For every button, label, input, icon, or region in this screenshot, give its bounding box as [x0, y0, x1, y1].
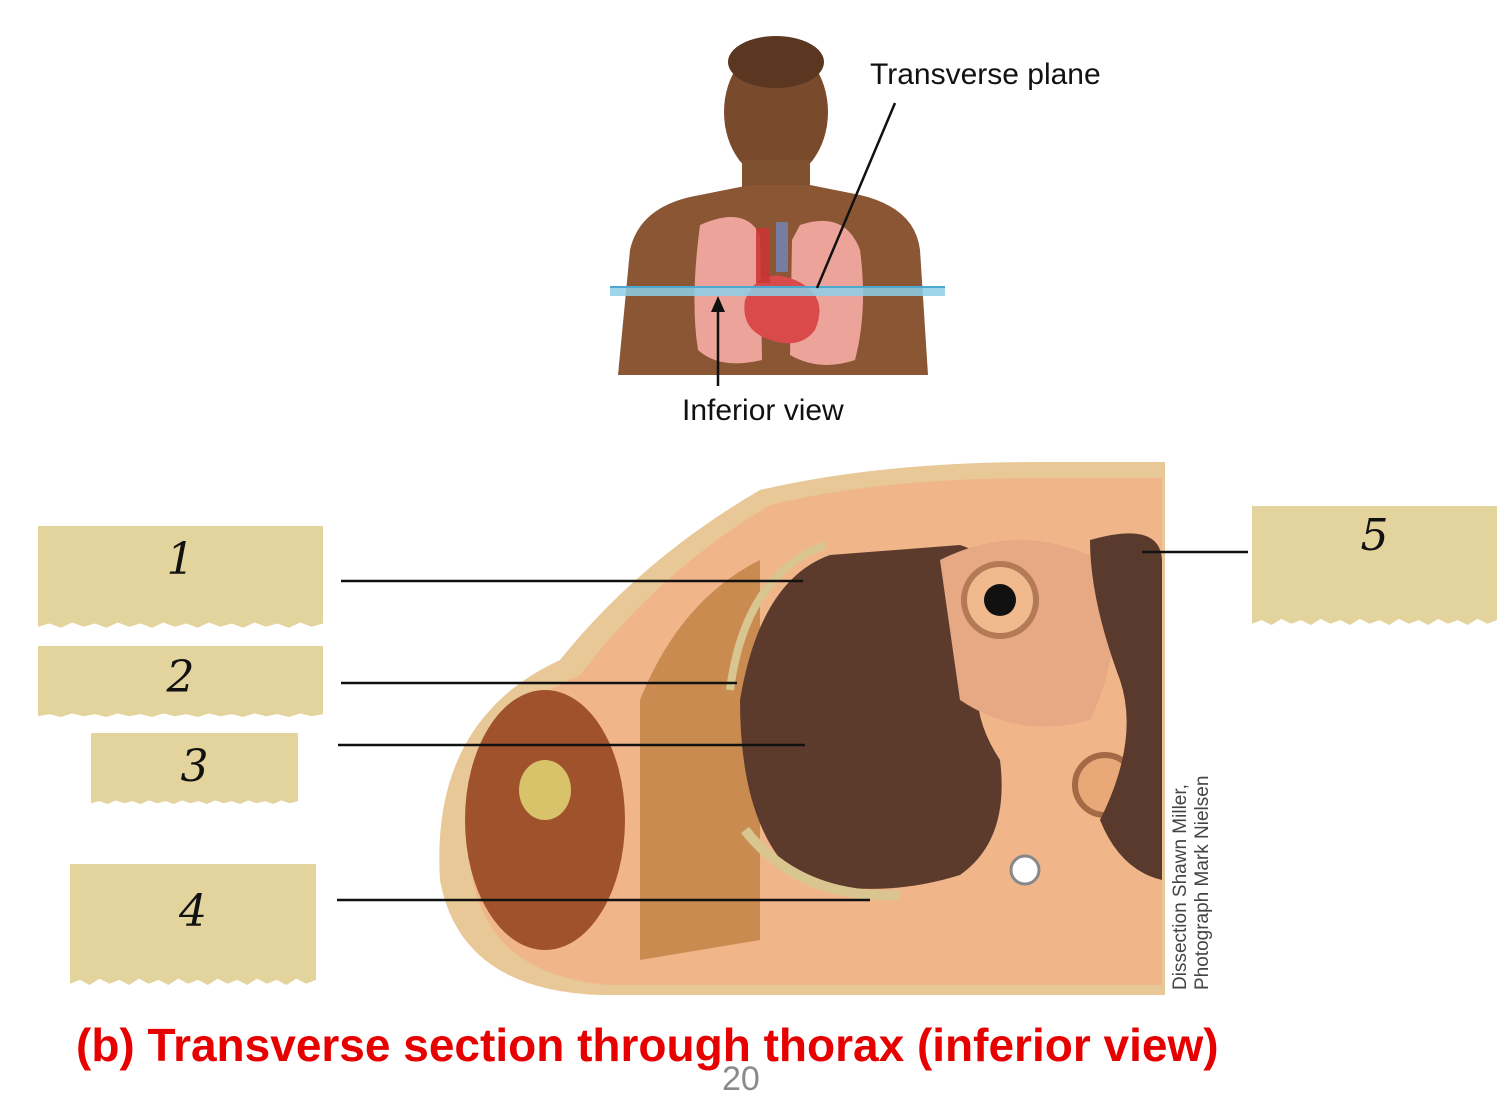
plane-pointer-line — [815, 102, 897, 289]
callout-box-5[interactable]: 5 — [1252, 506, 1497, 626]
section-lung — [740, 545, 1002, 889]
callout-box-2[interactable]: 2 — [38, 646, 323, 718]
page-number: 20 — [722, 1060, 760, 1098]
inferior-view-label: Inferior view — [682, 394, 844, 427]
figure-caption: (b) Transverse section through thorax (i… — [76, 1019, 1219, 1071]
callout-number-2: 2 — [166, 652, 195, 703]
photo-credit: Dissection Shawn Miller, Photograph Mark… — [1170, 776, 1214, 990]
callout-number-3: 3 — [180, 741, 209, 792]
section-photo — [439, 462, 1165, 995]
transverse-plane-label: Transverse plane — [870, 58, 1101, 91]
view-arrow-head — [711, 296, 725, 312]
credit-line-1: Dissection Shawn Miller, — [1170, 784, 1191, 990]
callout-box-4[interactable]: 4 — [70, 864, 316, 985]
transverse-plane — [610, 287, 945, 296]
callout-number-1: 1 — [166, 534, 195, 585]
credit-line-2: Photograph Mark Nielsen — [1192, 775, 1213, 990]
callout-number-4: 4 — [179, 886, 207, 937]
callout-box-3[interactable]: 3 — [91, 733, 298, 805]
callout-box-1[interactable]: 1 — [38, 526, 323, 628]
callout-number-5: 5 — [1360, 510, 1389, 561]
